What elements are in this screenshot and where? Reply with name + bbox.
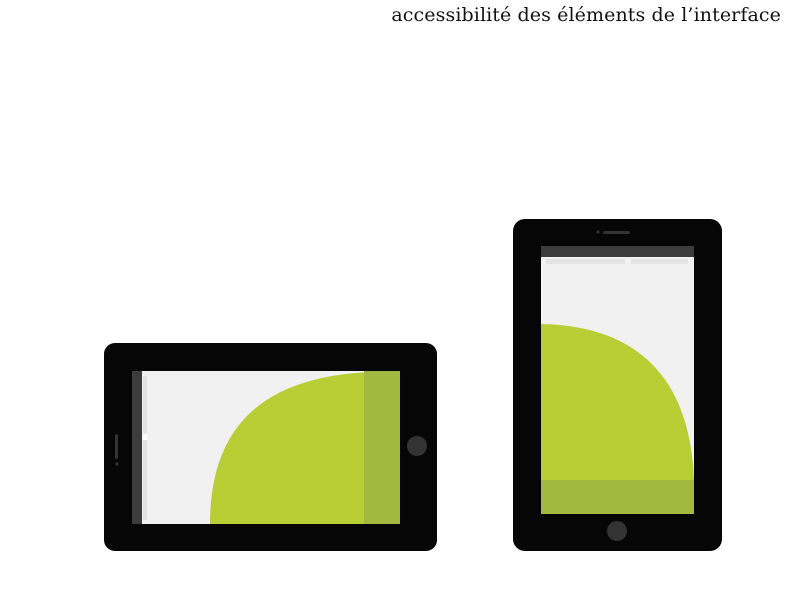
portrait-speaker bbox=[603, 231, 630, 234]
landscape-tab-bar bbox=[143, 376, 147, 520]
portrait-tab-bar-right bbox=[631, 259, 688, 264]
portrait-thumb-reach-area bbox=[541, 324, 694, 480]
portrait-thumb-zone-strip bbox=[541, 480, 694, 514]
landscape-speaker bbox=[115, 434, 118, 459]
portrait-home-button bbox=[607, 521, 627, 541]
landscape-thumb-zone-strip bbox=[364, 371, 400, 524]
portrait-tablet bbox=[513, 219, 722, 551]
portrait-tab-bar-left bbox=[546, 259, 625, 264]
landscape-status-bar bbox=[132, 371, 142, 524]
landscape-home-button bbox=[407, 436, 427, 456]
portrait-status-bar bbox=[541, 246, 694, 257]
landscape-camera bbox=[115, 462, 119, 466]
landscape-tab-divider bbox=[143, 434, 147, 440]
portrait-camera bbox=[596, 230, 600, 234]
page-heading: accessibilité des éléments de l’interfac… bbox=[391, 4, 781, 26]
landscape-tablet bbox=[104, 343, 437, 551]
landscape-thumb-reach-area bbox=[210, 372, 372, 524]
